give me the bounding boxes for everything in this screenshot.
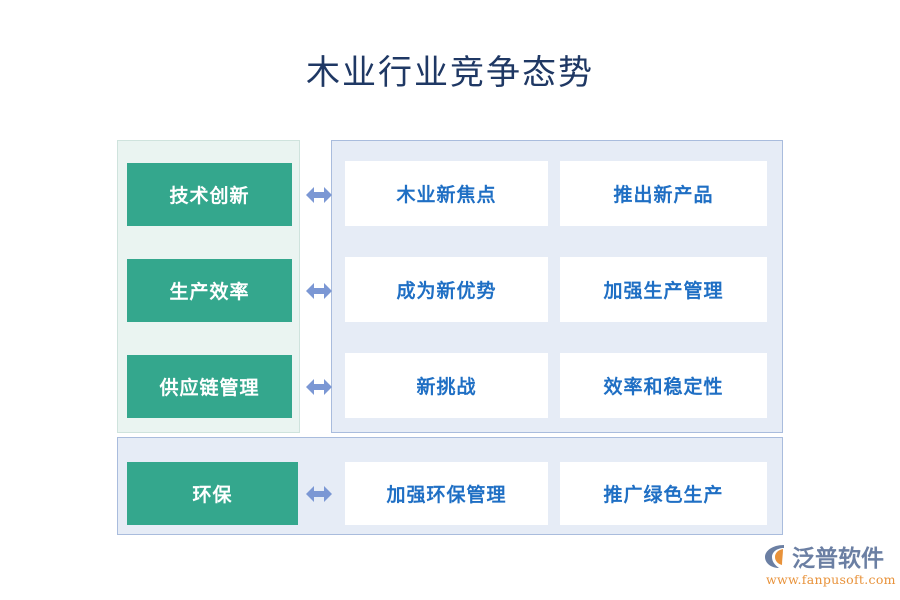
logo-row: 泛普软件 (762, 541, 894, 572)
category-box-supply-chain-management[interactable]: 供应链管理 (127, 355, 292, 418)
double-arrow-icon-row-1 (306, 187, 332, 203)
category-box-environmental-protection[interactable]: 环保 (127, 462, 298, 525)
item-box-r3c1[interactable]: 新挑战 (345, 353, 548, 418)
double-arrow-icon-row-2 (306, 283, 332, 299)
category-box-production-efficiency[interactable]: 生产效率 (127, 259, 292, 322)
item-box-r4c1[interactable]: 加强环保管理 (345, 462, 548, 525)
item-box-r4c2[interactable]: 推广绿色生产 (560, 462, 767, 525)
item-box-r1c2[interactable]: 推出新产品 (560, 161, 767, 226)
page-title: 木业行业竞争态势 (306, 53, 594, 93)
item-box-r2c2[interactable]: 加强生产管理 (560, 257, 767, 322)
logo-url: www.fanpusoft.com (766, 572, 896, 587)
item-box-r2c1[interactable]: 成为新优势 (345, 257, 548, 322)
double-arrow-icon-row-3 (306, 379, 332, 395)
double-arrow-icon-row-4 (306, 486, 332, 502)
logo[interactable]: 泛普软件 www.fanpusoft.com (762, 541, 896, 591)
category-box-technology-innovation[interactable]: 技术创新 (127, 163, 292, 226)
fanpu-swoosh-icon (765, 545, 784, 568)
item-box-r3c2[interactable]: 效率和稳定性 (560, 353, 767, 418)
logo-name: 泛普软件 (792, 546, 884, 572)
item-box-r1c1[interactable]: 木业新焦点 (345, 161, 548, 226)
